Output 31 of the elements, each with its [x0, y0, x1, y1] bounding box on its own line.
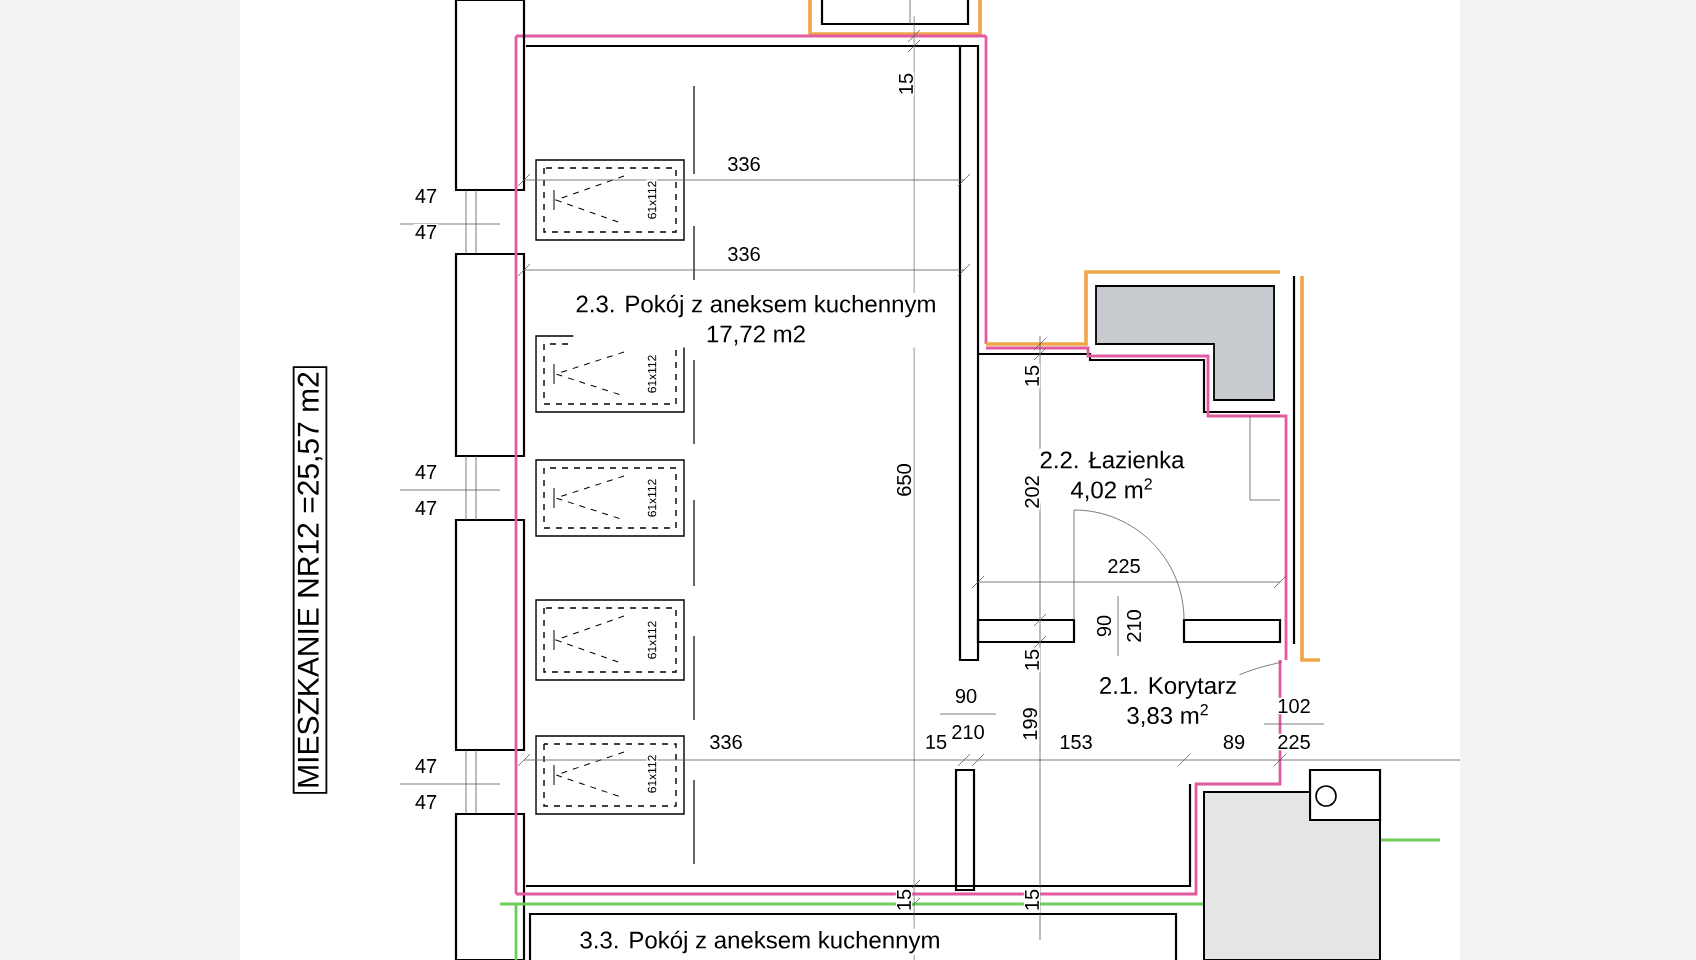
dimension-text: 153 [1058, 733, 1094, 751]
dimension-text: 90 [953, 687, 979, 705]
dimension-text: 47 [413, 187, 439, 205]
dimension-text: 102 [1276, 697, 1312, 715]
room-label: 3.3. Pokój z aneksem kuchennym [577, 928, 943, 956]
dimension-text: 225 [1276, 733, 1312, 751]
dimension-text: 225 [1106, 557, 1142, 575]
dimension-text: 210 [950, 723, 986, 741]
dimension-text: 15 [1023, 363, 1041, 389]
dimension-text: 650 [895, 462, 913, 498]
dimension-text: 47 [413, 499, 439, 517]
dimension-text: 15 [895, 887, 913, 913]
dimension-text: 47 [413, 757, 439, 775]
title-box: MIESZKANIE NR12 =25,57 m2 [292, 366, 328, 794]
leader-line [1239, 661, 1283, 676]
dimension-text: 336 [726, 245, 762, 263]
dimension-text: 15 [897, 71, 915, 97]
dimension-text: 90 [1095, 613, 1113, 639]
dimension-text: 15 [923, 733, 949, 751]
dimension-text: 210 [1125, 608, 1143, 644]
dimension-text: 202 [1023, 474, 1041, 510]
dimension-text: 15 [1023, 887, 1041, 913]
room-label: 2.1. Korytarz 3,83 m$^{2}$ [1096, 675, 1240, 729]
dimension-text: 89 [1221, 733, 1247, 751]
dimension-text: 15 [1023, 647, 1041, 673]
dimension-text: 199 [1021, 706, 1039, 742]
dimension-text: 47 [413, 463, 439, 481]
dimension-text: 336 [726, 155, 762, 173]
dimension-text: 336 [708, 733, 744, 751]
dimension-text: 47 [413, 793, 439, 811]
room-label: 2.3. Pokój z aneksem kuchennym 17,72 m2 [573, 292, 939, 348]
